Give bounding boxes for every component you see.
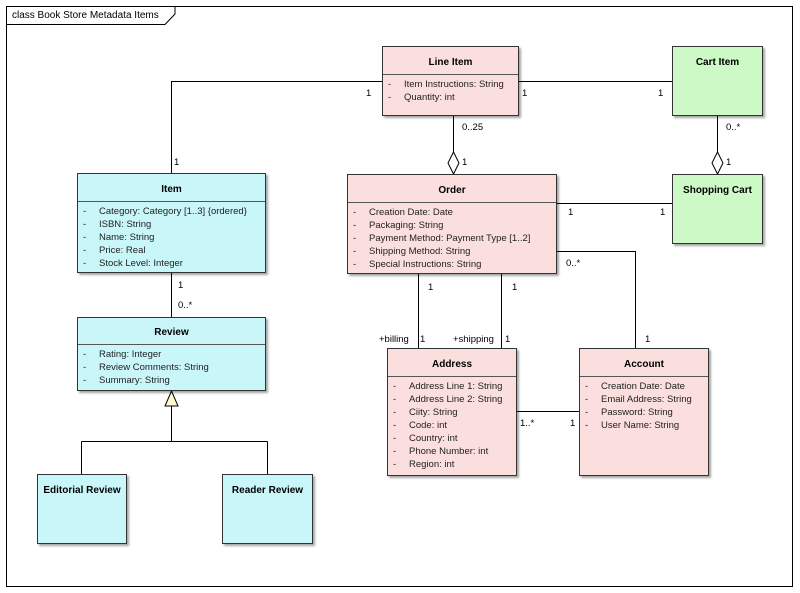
attribute-list: Category: Category [1..3] {ordered} ISBN…: [78, 202, 265, 270]
attribute: Creation Date: Date: [580, 380, 708, 393]
multiplicity-label: 1: [174, 157, 180, 168]
class-name: Shopping Cart: [683, 185, 752, 196]
attribute: ISBN: String: [78, 218, 265, 231]
class-name: Editorial Review: [43, 485, 121, 496]
multiplicity-label: 0..*: [726, 122, 741, 133]
attribute: Ciity: String: [388, 406, 516, 419]
multiplicity-label: 1: [428, 282, 434, 293]
multiplicity-label: 1: [512, 282, 518, 293]
attribute-list: Address Line 1: String Address Line 2: S…: [388, 377, 516, 471]
attribute: User Name: String: [580, 419, 708, 432]
generalization-triangle: [164, 389, 179, 407]
class-name: Address: [431, 359, 472, 370]
class-editorial-review[interactable]: Editorial Review: [37, 474, 127, 544]
attribute-separator: [348, 202, 556, 203]
multiplicity-label: 1: [658, 88, 664, 99]
multiplicity-label: 1..*: [520, 418, 535, 429]
aggregation-diamond-cart: [711, 150, 724, 176]
attribute: Region: int: [388, 458, 516, 471]
multiplicity-label: 1: [420, 334, 426, 345]
attribute: Code: int: [388, 419, 516, 432]
class-name: Account: [624, 359, 664, 370]
class-name: Line Item: [428, 57, 473, 68]
multiplicity-label: 1: [568, 207, 574, 218]
class-name: Reader Review: [231, 485, 304, 496]
attribute-separator: [580, 376, 708, 377]
attribute: Shipping Method: String: [348, 245, 556, 258]
attribute: Password: String: [580, 406, 708, 419]
attribute-separator: [78, 201, 265, 202]
class-order[interactable]: Order Creation Date: Date Packaging: Str…: [347, 174, 557, 274]
frame-tab: [6, 6, 176, 25]
assoc-lineitem-item[interactable]: [171, 81, 384, 175]
role-label-billing: +billing: [379, 334, 409, 345]
attribute-separator: [388, 376, 516, 377]
attribute: Name: String: [78, 231, 265, 244]
multiplicity-label: 1: [522, 88, 528, 99]
attribute-separator: [78, 344, 265, 345]
class-name: Item: [161, 184, 182, 195]
class-account[interactable]: Account Creation Date: Date Email Addres…: [579, 348, 709, 476]
multiplicity-label: 1: [178, 280, 184, 291]
attribute: Payment Method: Payment Type [1..2]: [348, 232, 556, 245]
attribute: Creation Date: Date: [348, 206, 556, 219]
attribute: Price: Real: [78, 244, 265, 257]
class-line-item[interactable]: Line Item Item Instructions: String Quan…: [382, 46, 519, 116]
class-reader-review[interactable]: Reader Review: [222, 474, 313, 544]
attribute: Category: Category [1..3] {ordered}: [78, 205, 265, 218]
attribute-list: Creation Date: Date Packaging: String Pa…: [348, 203, 556, 271]
assoc-order-account[interactable]: [556, 251, 636, 350]
multiplicity-label: 0..*: [178, 300, 193, 311]
attribute-list: Creation Date: Date Email Address: Strin…: [580, 377, 708, 432]
multiplicity-label: 1: [366, 88, 372, 99]
attribute: Packaging: String: [348, 219, 556, 232]
multiplicity-label: 1: [660, 207, 666, 218]
class-name: Review: [154, 327, 189, 338]
class-cart-item[interactable]: Cart Item: [672, 46, 763, 116]
attribute: Quantity: int: [383, 91, 518, 104]
class-review[interactable]: Review Rating: Integer Review Comments: …: [77, 317, 266, 391]
multiplicity-label: 1: [726, 157, 732, 168]
multiplicity-label: 0..*: [566, 258, 581, 269]
class-item[interactable]: Item Category: Category [1..3] {ordered}…: [77, 173, 266, 273]
attribute: Special Instructions: String: [348, 258, 556, 271]
attribute-list: Rating: Integer Review Comments: String …: [78, 345, 265, 387]
attribute: Address Line 2: String: [388, 393, 516, 406]
attribute: Country: int: [388, 432, 516, 445]
diagram-frame: [6, 6, 793, 587]
connectors: [81, 81, 718, 475]
role-label-shipping: +shipping: [453, 334, 494, 345]
attribute: Item Instructions: String: [383, 78, 518, 91]
class-shopping-cart[interactable]: Shopping Cart: [672, 174, 763, 244]
frame-title: class Book Store Metadata Items: [12, 10, 159, 21]
multiplicity-label: 1: [462, 157, 468, 168]
multiplicity-label: 1: [645, 334, 651, 345]
generalization-review[interactable]: [81, 406, 268, 475]
class-address[interactable]: Address Address Line 1: String Address L…: [387, 348, 517, 476]
multiplicity-label: 1: [505, 334, 511, 345]
attribute: Review Comments: String: [78, 361, 265, 374]
attribute: Phone Number: int: [388, 445, 516, 458]
attribute-separator: [383, 74, 518, 75]
attribute: Summary: String: [78, 374, 265, 387]
aggregation-diamond-order: [447, 150, 460, 176]
attribute: Address Line 1: String: [388, 380, 516, 393]
attribute-list: Item Instructions: String Quantity: int: [383, 75, 518, 104]
attribute: Email Address: String: [580, 393, 708, 406]
multiplicity-label: 0..25: [462, 122, 484, 133]
class-name: Order: [438, 185, 466, 196]
attribute: Rating: Integer: [78, 348, 265, 361]
class-name: Cart Item: [695, 57, 740, 68]
attribute: Stock Level: Integer: [78, 257, 265, 270]
multiplicity-label: 1: [570, 418, 576, 429]
